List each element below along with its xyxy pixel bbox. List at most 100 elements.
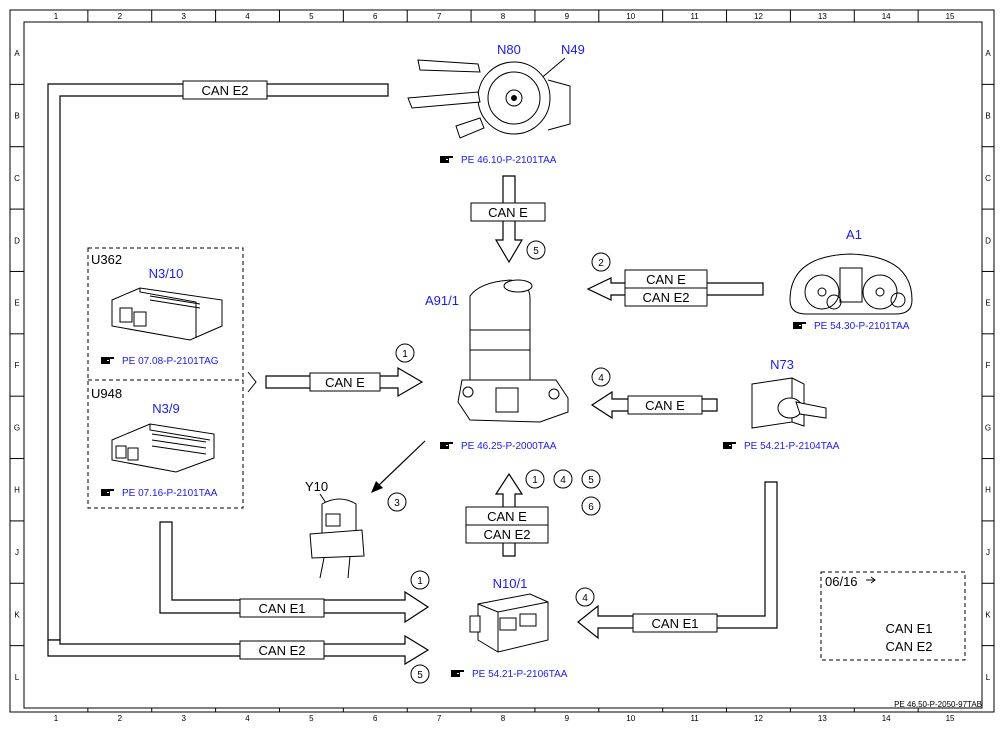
legend-line-2: CAN E2 <box>886 639 933 654</box>
n80-reference: PE 46.10-P-2101TAA <box>461 155 557 166</box>
marker-6: 6 <box>588 502 594 513</box>
n73-reference: PE 54.21-P-2104TAA <box>744 441 840 452</box>
y10-label: Y10 <box>305 479 328 494</box>
n310-device <box>111 287 223 341</box>
marker-3: 3 <box>394 498 400 509</box>
row-label: J <box>986 548 990 557</box>
bus-label-can-e1-right: CAN E1 <box>652 616 699 631</box>
marker-4: 4 <box>560 475 566 486</box>
legend-line-1: CAN E1 <box>886 621 933 636</box>
marker-2: 2 <box>598 258 604 269</box>
can-e-e2-n101-pipe: CAN E CAN E2 <box>465 472 549 557</box>
ecu-group: U362 N3/10 PE 07.08-P-2101TAG U948 N3/9 … <box>87 247 244 509</box>
row-label: L <box>15 673 20 682</box>
bus-label-n101-can-e: CAN E <box>487 509 527 524</box>
row-label: J <box>15 548 19 557</box>
column-label: 7 <box>437 12 442 21</box>
row-label: D <box>14 236 20 245</box>
bus-label-can-e-ecu: CAN E <box>325 375 365 390</box>
n101-reference: PE 54.21-P-2106TAA <box>472 669 568 680</box>
marker-5: 5 <box>533 246 539 257</box>
row-label: F <box>986 361 991 370</box>
bus-label-can-e-top: CAN E <box>488 205 528 220</box>
a91-reference: PE 46.25-P-2000TAA <box>461 441 557 452</box>
row-label: C <box>14 174 20 183</box>
marker-5: 5 <box>417 670 423 681</box>
a1-reference: PE 54.30-P-2101TAA <box>814 321 910 332</box>
row-label: K <box>14 610 20 619</box>
bus-label-can-e1-left: CAN E1 <box>259 601 306 616</box>
column-label: 13 <box>818 714 827 723</box>
footer-reference: PE 46.50-P-2050-97TAB <box>894 700 982 709</box>
column-label: 4 <box>245 714 250 723</box>
n49-label: N49 <box>561 42 585 57</box>
bus-label-a1-can-e: CAN E <box>646 272 686 287</box>
column-label: 7 <box>437 714 442 723</box>
n80-steering-column-module: N80 N49 <box>407 42 585 139</box>
can-e-e2-a1-pipe: CAN E CAN E2 <box>586 269 764 307</box>
row-label: H <box>14 486 20 495</box>
can-e1-left-pipe: CAN E1 <box>159 521 430 624</box>
a91-electric-steering-lock: A91/1 <box>425 279 569 423</box>
u362-label: U362 <box>91 252 122 267</box>
can-e-top-pipe: CAN E <box>470 175 546 264</box>
marker-4: 4 <box>582 593 588 604</box>
y10-actuator: Y10 <box>305 479 365 579</box>
row-label: B <box>985 112 990 121</box>
legend-date: 06/16 <box>825 574 858 589</box>
column-label: 2 <box>118 714 123 723</box>
frame: 1122334455667788991010111112121313141415… <box>9 9 995 723</box>
can-e-n73-pipe: CAN E <box>590 390 718 420</box>
n39-label: N3/9 <box>152 401 179 416</box>
column-label: 3 <box>181 12 186 21</box>
n101-label: N10/1 <box>493 576 528 591</box>
row-label: A <box>14 49 20 58</box>
row-label: A <box>985 49 991 58</box>
bus-label-can-e2-bottom: CAN E2 <box>259 643 306 658</box>
n73-label: N73 <box>770 357 794 372</box>
row-ticks <box>10 83 994 647</box>
column-label: 11 <box>690 714 699 723</box>
column-label: 12 <box>754 714 763 723</box>
column-label: 13 <box>818 12 827 21</box>
bus-label-can-e-n73: CAN E <box>645 398 685 413</box>
row-label: D <box>985 236 991 245</box>
marker-1: 1 <box>532 475 538 486</box>
column-label: 6 <box>373 714 378 723</box>
row-label: K <box>985 610 991 619</box>
column-label: 14 <box>882 714 891 723</box>
column-label: 8 <box>501 714 506 723</box>
column-label: 3 <box>181 714 186 723</box>
legend-box: 06/16 CAN E1 CAN E2 <box>820 571 966 661</box>
marker-4: 4 <box>598 373 604 384</box>
marker-1: 1 <box>417 576 423 587</box>
column-label: 5 <box>309 714 314 723</box>
n39-device <box>111 423 215 473</box>
column-label: 14 <box>882 12 891 21</box>
can-e1-right-pipe: CAN E1 <box>577 481 778 640</box>
column-label: 10 <box>626 714 635 723</box>
column-label: 5 <box>309 12 314 21</box>
n310-label: N3/10 <box>149 266 184 281</box>
n310-reference: PE 07.08-P-2101TAG <box>122 356 219 367</box>
column-label: 1 <box>54 714 59 723</box>
column-label: 8 <box>501 12 506 21</box>
marker-1: 1 <box>402 349 408 360</box>
a1-instrument-cluster: A1 <box>789 227 913 315</box>
column-labels: 1122334455667788991010111112121313141415… <box>54 12 955 723</box>
column-label: 15 <box>946 12 955 21</box>
n101-sam-module: N10/1 <box>469 576 549 653</box>
a91-to-y10-arrow <box>371 440 426 493</box>
n39-reference: PE 07.16-P-2101TAA <box>122 488 218 499</box>
row-label: G <box>985 423 991 432</box>
row-label: F <box>15 361 20 370</box>
row-label: E <box>14 299 19 308</box>
column-label: 2 <box>118 12 123 21</box>
can-e2-bottom-pipe: CAN E2 <box>47 634 430 666</box>
can-e-ecu-pipe: CAN E <box>247 366 424 398</box>
column-label: 12 <box>754 12 763 21</box>
row-label: C <box>985 174 991 183</box>
